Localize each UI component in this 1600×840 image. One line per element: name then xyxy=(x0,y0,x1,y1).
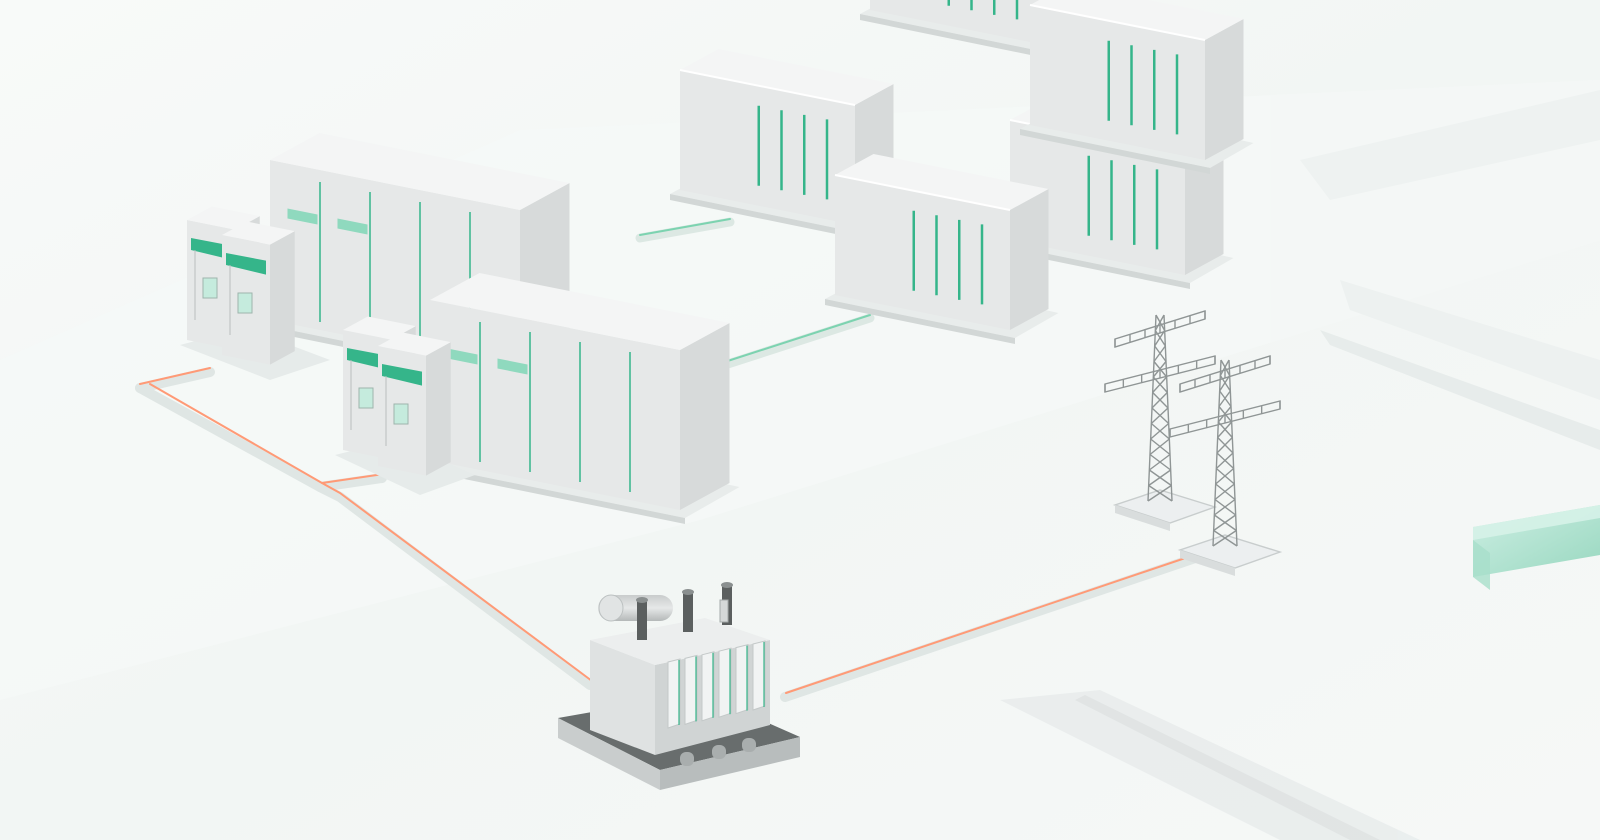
cooling-fin xyxy=(752,640,766,711)
tank-end xyxy=(598,594,624,622)
power-transformer xyxy=(558,582,800,790)
bushing-insulator xyxy=(719,599,729,623)
battery-containers xyxy=(670,0,1254,344)
inverter-unit xyxy=(378,332,451,476)
bushing-cap xyxy=(721,582,733,588)
status-panel xyxy=(447,348,478,365)
status-panel xyxy=(337,218,368,235)
glass-platform xyxy=(1473,505,1600,590)
transmission-towers xyxy=(1104,310,1283,576)
battery-container xyxy=(825,154,1059,344)
transformer-base xyxy=(558,718,660,790)
inverter-unit xyxy=(222,221,295,365)
display-panel xyxy=(382,364,422,386)
transformer-foot xyxy=(742,738,756,752)
access-door xyxy=(393,403,409,425)
display-panel xyxy=(347,348,387,370)
transmission-tower xyxy=(1169,355,1283,576)
cooling-fin xyxy=(701,651,715,722)
bushing xyxy=(683,592,693,632)
transformer-base xyxy=(660,737,800,790)
display-panel xyxy=(226,253,266,275)
access-door xyxy=(358,387,374,409)
transformer-top xyxy=(590,618,770,665)
bushing-cap xyxy=(682,589,694,595)
bushing-cap xyxy=(636,597,648,603)
display-panel xyxy=(191,238,231,260)
battery-container xyxy=(670,49,904,239)
transformer-foot xyxy=(680,752,694,766)
cooling-fin xyxy=(718,647,732,718)
battery-container xyxy=(1020,0,1254,174)
pcs-cabinets xyxy=(260,133,740,524)
status-panel xyxy=(497,358,528,375)
access-door xyxy=(237,292,253,314)
cooling-fin xyxy=(735,643,749,715)
transformer-foot xyxy=(712,745,726,759)
status-panel xyxy=(287,208,318,225)
ac-cable-route xyxy=(135,367,1215,702)
inverter-units xyxy=(180,206,475,495)
cooling-fin xyxy=(684,654,698,726)
pcs-cabinet xyxy=(420,273,740,524)
cooling-fin xyxy=(667,658,681,729)
bushing xyxy=(637,600,647,640)
access-door xyxy=(202,277,218,299)
transformer-body xyxy=(590,640,655,755)
